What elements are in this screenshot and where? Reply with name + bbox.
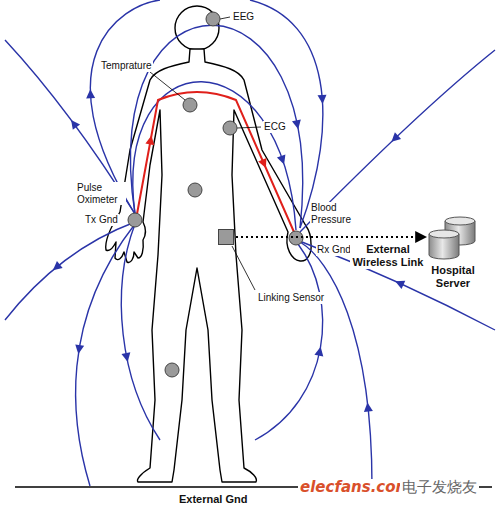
field-line: [121, 224, 160, 440]
ground-label: Rx Gnd: [316, 244, 352, 256]
sensor-dot: [188, 183, 202, 197]
sensor-dot: [165, 363, 179, 377]
leader-line: [220, 17, 230, 19]
field-line: [255, 244, 323, 440]
field-arrowhead: [318, 95, 328, 105]
body-outline: [106, 49, 311, 482]
field-arrowhead: [121, 352, 132, 363]
field-line: [300, 50, 495, 232]
field-line: [302, 242, 495, 330]
field-line: [300, 242, 372, 486]
ground-label: Tx Gnd: [84, 214, 119, 226]
sensor-label: ECG: [263, 121, 287, 133]
edge-label: External Wireless Link: [350, 243, 426, 269]
ground-label: External Gnd: [178, 493, 248, 506]
field-arrowhead: [145, 135, 155, 145]
sensor-label: Pulse Oximeter: [76, 182, 126, 205]
node-label: Linking Sensor: [257, 292, 325, 304]
server-cylinder-top: [445, 217, 475, 225]
sensor-dot: [183, 98, 197, 112]
server-cylinder-top: [429, 230, 459, 238]
leader-line: [150, 72, 185, 100]
field-arrowhead: [86, 89, 95, 98]
field-arrowhead: [50, 261, 63, 274]
leader-line: [232, 246, 255, 290]
field-arrowhead: [363, 402, 373, 412]
head-outline: [175, 6, 219, 50]
sensor-dot: [206, 12, 220, 26]
field-arrowhead: [292, 119, 303, 130]
field-line: [5, 222, 135, 320]
body-current-path: [137, 92, 294, 232]
server-icon: [428, 216, 476, 260]
hospital-server: Hospital Server: [428, 216, 476, 260]
field-arrowhead: [258, 158, 270, 170]
sensor-label: Blood Pressure: [310, 202, 360, 225]
field-arrowhead: [67, 117, 80, 130]
sensor-label: EEG: [232, 11, 255, 23]
sensor-label: Temprature: [100, 60, 153, 72]
field-line: [76, 224, 135, 486]
field-line: [130, 25, 302, 228]
field-arrowhead: [388, 132, 401, 145]
field-arrowhead: [277, 155, 288, 166]
watermark: 电子发烧友: [400, 479, 479, 496]
node-label: Hospital Server: [417, 264, 489, 289]
linking-sensor: Linking Sensor: [218, 229, 234, 245]
watermark: elecfans.com: [298, 479, 413, 496]
sensor-dot: [223, 121, 237, 135]
field-arrowhead: [74, 344, 84, 354]
field-line: [250, 0, 323, 228]
wireless-link: [236, 236, 426, 238]
leader-line: [237, 127, 261, 128]
field-arrowhead: [314, 346, 325, 357]
sensor-dot: [128, 213, 142, 227]
field-arrowhead: [393, 277, 405, 289]
